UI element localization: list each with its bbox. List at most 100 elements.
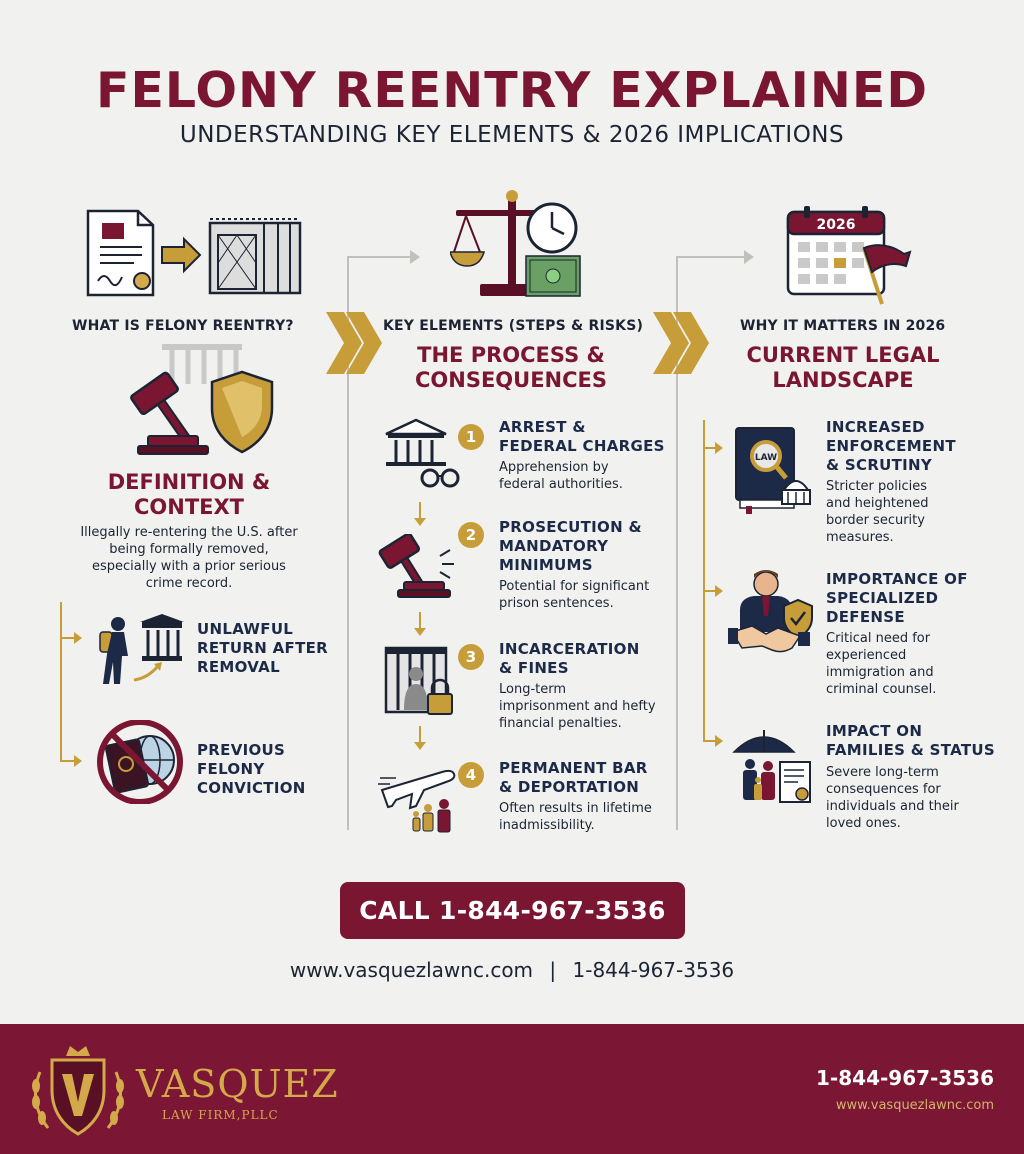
contact-separator: | xyxy=(549,958,557,982)
col1-item-line: RETURN AFTER xyxy=(197,639,329,657)
col3-item-2-description: Critical need for experienced immigratio… xyxy=(826,630,936,698)
col1-heading-line1: DEFINITION & xyxy=(107,470,271,494)
step-title-line: PERMANENT BAR xyxy=(499,759,648,777)
col3-desc-line: immigration and xyxy=(826,665,934,680)
step-desc-line: Potential for significant xyxy=(499,579,650,594)
col1-heading: DEFINITION & CONTEXT xyxy=(78,470,300,520)
col1-desc-line: crime record. xyxy=(145,576,233,591)
col1-heading-line2: CONTEXT xyxy=(133,495,245,519)
step-number-badge: 2 xyxy=(458,522,484,548)
col1-desc-line: especially with a prior serious xyxy=(92,559,286,574)
col3-bracket-arrow xyxy=(715,735,723,747)
step-2-title: PROSECUTION & MANDATORY MINIMUMS xyxy=(499,518,642,575)
family-umbrella-icon xyxy=(732,730,811,803)
down-arrow-icon xyxy=(414,726,426,750)
traveler-icon xyxy=(99,614,184,684)
col3-desc-line: experienced xyxy=(826,648,907,663)
scales-clock-money-icon xyxy=(450,190,581,297)
col3-item-3-title: IMPACT ON FAMILIES & STATUS xyxy=(826,722,995,760)
col3-desc-line: Severe long-term xyxy=(826,765,939,780)
calendar-flag-icon: 2026 xyxy=(786,206,912,305)
col3-title-line: FAMILIES & STATUS xyxy=(826,741,995,759)
col1-item-line: PREVIOUS xyxy=(197,741,286,759)
law-book-icon: LAW xyxy=(735,427,811,514)
col1-bracket-tick xyxy=(60,760,76,762)
step-title-line: & DEPORTATION xyxy=(499,778,640,796)
col3-item-3-description: Severe long-term consequences for indivi… xyxy=(826,764,959,832)
footer-phone[interactable]: 1-844-967-3536 xyxy=(816,1066,994,1090)
col3-desc-line: individuals and their xyxy=(826,799,959,814)
logo-name: VASQUEZ xyxy=(136,1062,339,1106)
col1-desc-line: being formally removed, xyxy=(109,542,269,557)
col3-bracket-arrow xyxy=(715,585,723,597)
col1-item-line: CONVICTION xyxy=(197,779,306,797)
col1-bracket-arrow xyxy=(74,755,82,767)
step-number-badge: 3 xyxy=(458,644,484,670)
down-arrow-icon xyxy=(414,612,426,636)
footer-website[interactable]: www.vasquezlawnc.com xyxy=(835,1098,994,1113)
chevron-right-icon xyxy=(326,312,382,374)
col3-bracket-tick xyxy=(703,447,717,449)
col3-bracket-tick xyxy=(703,590,717,592)
law-firm-crest-icon xyxy=(32,1046,124,1136)
step-desc-line: federal authorities. xyxy=(499,477,623,492)
down-arrow-icon xyxy=(414,502,426,526)
col2-label: KEY ELEMENTS (STEPS & RISKS) xyxy=(383,318,644,334)
call-button[interactable]: CALL 1-844-967-3536 xyxy=(340,882,685,939)
step-desc-line: Apprehension by xyxy=(499,460,609,475)
col3-item-1-description: Stricter policies and heightened border … xyxy=(826,478,929,546)
col3-title-line: IMPORTANCE OF xyxy=(826,570,968,588)
step-3-description: Long-term imprisonment and hefty financi… xyxy=(499,681,656,732)
step-desc-line: prison sentences. xyxy=(499,596,614,611)
col3-desc-line: Stricter policies xyxy=(826,479,927,494)
step-desc-line: imprisonment and hefty xyxy=(499,699,656,714)
step-title-line: MANDATORY xyxy=(499,537,609,555)
step-desc-line: inadmissibility. xyxy=(499,818,595,833)
calendar-year: 2026 xyxy=(817,217,856,233)
col3-desc-line: loved ones. xyxy=(826,816,901,831)
document-to-prison-icon xyxy=(86,209,302,297)
column-divider-1 xyxy=(347,258,349,830)
col1-item-previous-felony: PREVIOUS FELONY CONVICTION xyxy=(197,741,306,798)
step-1-title: ARREST & FEDERAL CHARGES xyxy=(499,418,665,456)
footer: VASQUEZ LAW FIRM,PLLC 1-844-967-3536 www… xyxy=(0,1024,1024,1154)
col1-desc-line: Illegally re-entering the U.S. after xyxy=(80,525,298,540)
no-passport-icon xyxy=(97,720,183,804)
col3-bracket-arrow xyxy=(715,442,723,454)
col2-heading-line2: CONSEQUENCES xyxy=(414,368,607,392)
col3-desc-line: criminal counsel. xyxy=(826,682,937,697)
col3-title-line: ENFORCEMENT xyxy=(826,437,956,455)
website-link[interactable]: www.vasquezlawnc.com xyxy=(289,958,534,982)
col1-description: Illegally re-entering the U.S. after bei… xyxy=(58,524,320,592)
col3-label: WHY IT MATTERS IN 2026 xyxy=(740,318,946,334)
courthouse-handcuffs-icon xyxy=(385,418,460,488)
col3-item-1-title: INCREASED ENFORCEMENT & SCRUTINY xyxy=(826,418,956,475)
col3-desc-line: measures. xyxy=(826,530,894,545)
col1-bracket xyxy=(60,602,62,762)
col3-bracket xyxy=(703,420,705,742)
step-desc-line: Often results in lifetime xyxy=(499,801,652,816)
col3-title-line: DEFENSE xyxy=(826,608,905,626)
phone-link[interactable]: 1-844-967-3536 xyxy=(572,958,735,982)
col1-item-line: UNLAWFUL xyxy=(197,620,294,638)
logo-subtitle: LAW FIRM,PLLC xyxy=(162,1108,279,1122)
step-title-line: & FINES xyxy=(499,659,569,677)
col3-bracket-tick xyxy=(703,740,717,742)
step-4-title: PERMANENT BAR & DEPORTATION xyxy=(499,759,648,797)
col3-title-line: SPECIALIZED xyxy=(826,589,939,607)
col1-item-line: FELONY xyxy=(197,760,265,778)
step-title-line: MINIMUMS xyxy=(499,556,593,574)
col3-title-line: & SCRUTINY xyxy=(826,456,933,474)
col3-title-line: INCREASED xyxy=(826,418,925,436)
col3-desc-line: border security xyxy=(826,513,925,528)
step-1-description: Apprehension by federal authorities. xyxy=(499,459,623,493)
col3-title-line: IMPACT ON xyxy=(826,722,923,740)
prison-cell-lock-icon xyxy=(384,646,453,715)
divider-2-top xyxy=(676,256,746,258)
col3-heading-line1: CURRENT LEGAL xyxy=(746,343,940,367)
lawyer-handshake-icon xyxy=(728,570,813,653)
col1-label: WHAT IS FELONY REENTRY? xyxy=(72,318,294,334)
divider-2-arrow xyxy=(744,250,754,264)
step-4-description: Often results in lifetime inadmissibilit… xyxy=(499,800,652,834)
col3-item-2-title: IMPORTANCE OF SPECIALIZED DEFENSE xyxy=(826,570,968,627)
